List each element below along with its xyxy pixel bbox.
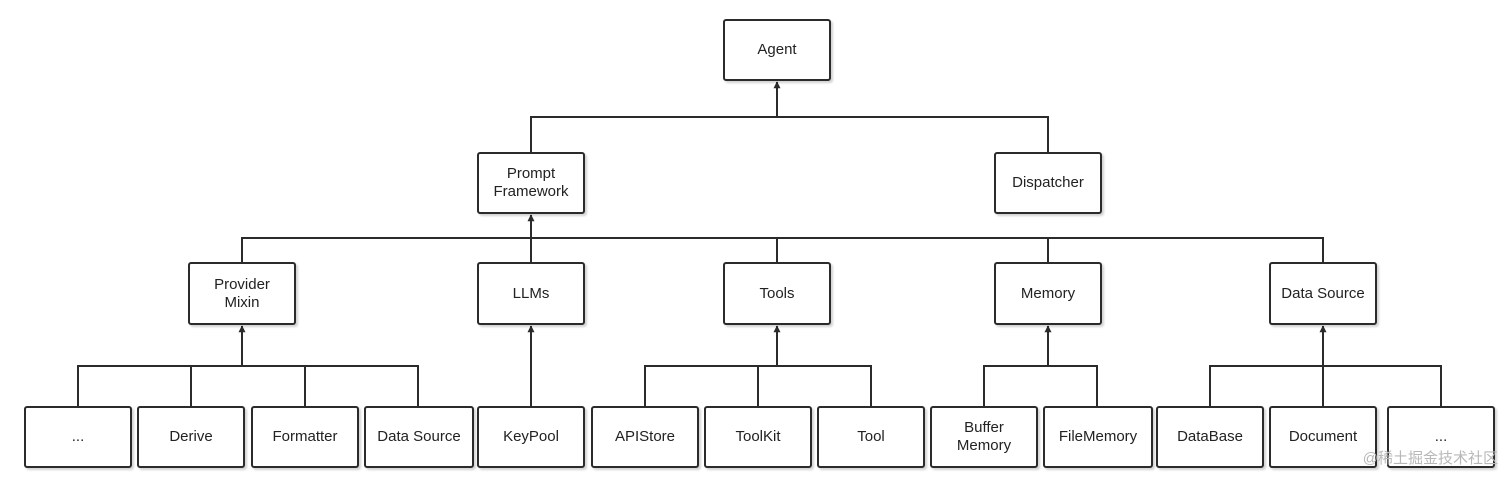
node-datasource-etc: ... xyxy=(1387,406,1495,468)
edge-memory-bus xyxy=(983,365,1098,406)
node-agent: Agent xyxy=(723,19,831,81)
node-filememory: FileMemory xyxy=(1043,406,1153,468)
watermark: @稀土掘金技术社区 xyxy=(1362,450,1498,467)
node-llms: LLMs xyxy=(477,262,585,325)
node-database: DataBase xyxy=(1156,406,1264,468)
node-provider-mixin: Provider Mixin xyxy=(188,262,296,325)
node-apistore: APIStore xyxy=(591,406,699,468)
node-tool: Tool xyxy=(817,406,925,468)
node-prompt-framework: Prompt Framework xyxy=(477,152,585,214)
node-provider-etc: ... xyxy=(24,406,132,468)
node-document: Document xyxy=(1269,406,1377,468)
node-formatter: Formatter xyxy=(251,406,359,468)
edge-tools-bus xyxy=(644,365,872,406)
node-derive: Derive xyxy=(137,406,245,468)
node-toolkit: ToolKit xyxy=(704,406,812,468)
edge-level2-bus xyxy=(241,237,1324,262)
node-tools: Tools xyxy=(723,262,831,325)
node-dispatcher: Dispatcher xyxy=(994,152,1102,214)
node-keypool: KeyPool xyxy=(477,406,585,468)
node-memory: Memory xyxy=(994,262,1102,325)
edge-datasource-bus xyxy=(1209,365,1442,406)
edge-level1-bus xyxy=(530,116,1049,152)
edge-provider-bus xyxy=(77,365,419,406)
node-buffer-memory: Buffer Memory xyxy=(930,406,1038,468)
node-data-source: Data Source xyxy=(1269,262,1377,325)
node-provider-data-source: Data Source xyxy=(364,406,474,468)
